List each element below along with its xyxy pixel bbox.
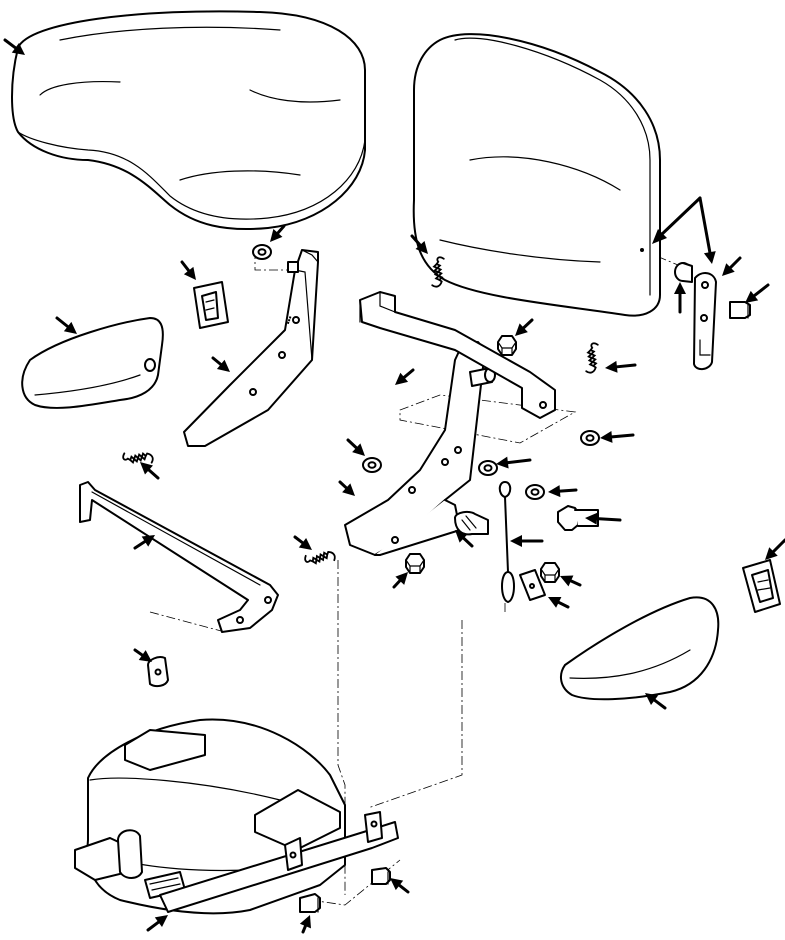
washer-left <box>362 457 382 473</box>
callout-arrow <box>299 915 311 934</box>
callout-arrow <box>180 260 196 280</box>
cable-clip <box>519 569 546 601</box>
callout-arrow <box>410 234 428 254</box>
washer-right <box>580 430 600 446</box>
armrest-pad-left <box>21 317 164 409</box>
washer-center <box>478 460 498 476</box>
base-screw-right <box>371 867 391 885</box>
callout-arrow <box>390 878 410 894</box>
armrest-pad-right <box>559 596 720 701</box>
callout-arrow <box>765 538 785 560</box>
callout-arrow <box>55 316 77 334</box>
nut-lower <box>405 553 425 574</box>
callout-arrow <box>211 356 230 372</box>
spring-right <box>580 341 604 375</box>
callout-arrow <box>146 915 168 932</box>
svg-text:▪▪▪: ▪▪▪ <box>283 314 294 325</box>
adjuster-cable <box>498 481 515 603</box>
washer-top <box>252 244 272 260</box>
callout-arrow <box>560 575 582 587</box>
callout-arrow <box>745 283 770 303</box>
shoulder-bolt <box>454 510 489 536</box>
nut-upper <box>497 335 517 356</box>
callout-arrow <box>133 535 155 550</box>
callout-arrow <box>338 480 355 496</box>
callout-arrow <box>585 512 622 525</box>
pivot-bushing <box>674 262 693 283</box>
screw-back <box>729 301 751 319</box>
seat-cushion <box>11 10 366 231</box>
callout-fork <box>652 196 702 244</box>
hinge-bracket <box>359 291 556 419</box>
callout-arrow <box>3 38 25 55</box>
callout-arrow <box>140 462 160 480</box>
callout-arrow <box>548 485 578 498</box>
callout-arrow <box>496 456 532 469</box>
callout-arrow <box>510 535 544 547</box>
callout-arrow <box>270 224 286 242</box>
nut-lower-right <box>540 562 560 583</box>
callout-arrow <box>548 597 570 609</box>
callout-arrow <box>605 360 637 373</box>
latch-rod <box>79 481 279 633</box>
callout-arrow <box>395 368 415 385</box>
callout-arrow <box>515 318 534 336</box>
recline-strap <box>693 272 717 370</box>
seat-back <box>412 33 661 317</box>
callout-arrow <box>133 648 152 662</box>
base-screw-lower <box>299 893 321 913</box>
trim-cap-right <box>742 559 781 613</box>
armrest-bracket-right <box>344 341 496 556</box>
armrest-bracket-left: ▪▪▪ <box>183 249 319 447</box>
callout-arrow <box>346 438 365 456</box>
callout-arrow <box>455 530 474 548</box>
callout-arrow <box>674 282 686 314</box>
callout-arrow <box>600 430 635 443</box>
callout-arrows <box>3 38 785 934</box>
callout-arrow <box>698 196 716 264</box>
seat-base <box>74 718 399 915</box>
trim-cap-left <box>193 281 229 329</box>
callout-arrow <box>722 256 742 276</box>
callout-arrow <box>645 693 667 710</box>
callout-arrow <box>293 535 312 550</box>
callout-arrow <box>392 572 408 589</box>
washer-upper-right <box>525 484 545 500</box>
